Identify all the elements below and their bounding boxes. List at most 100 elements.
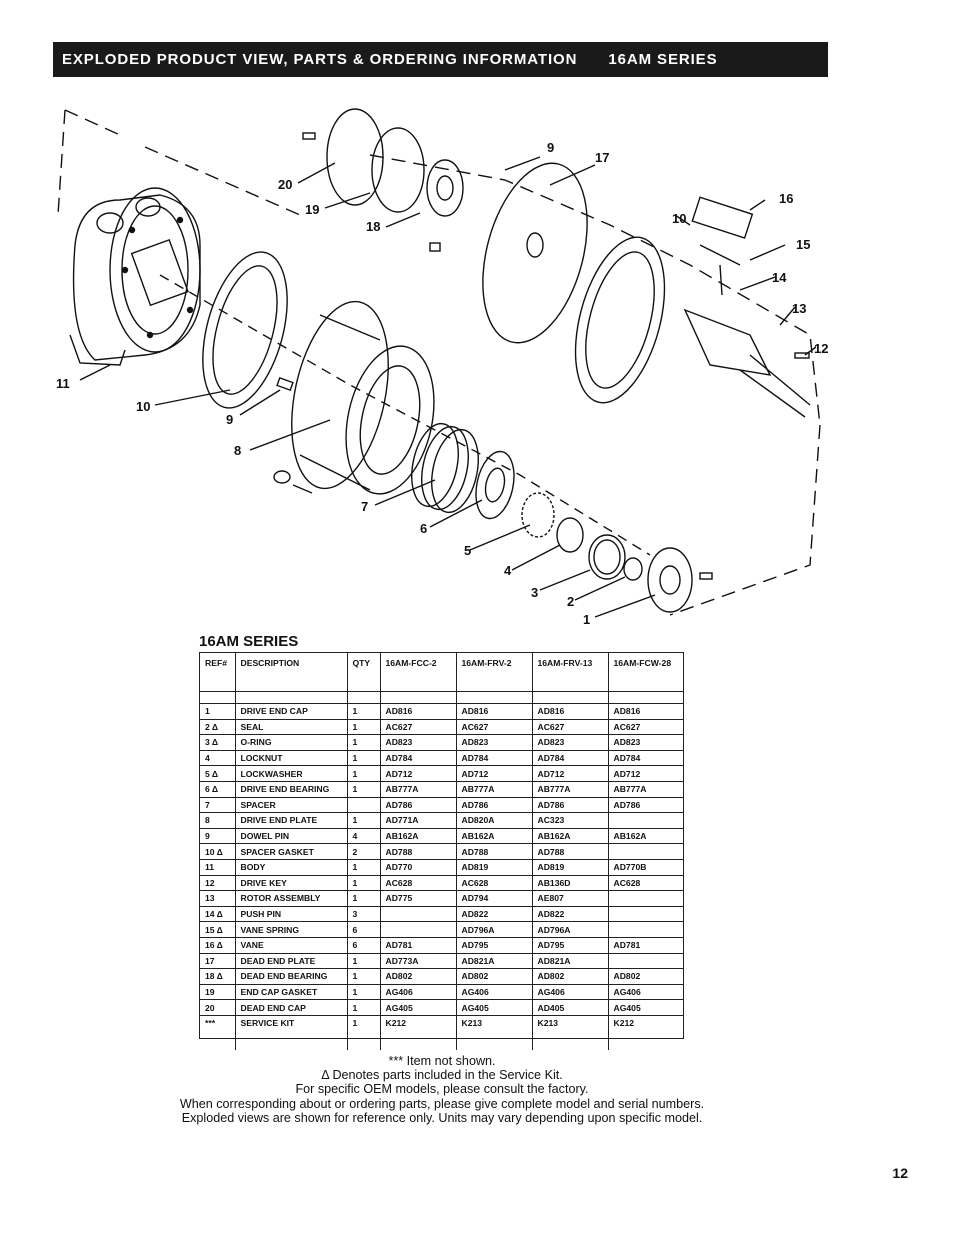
table-title: 16AM SERIES	[199, 633, 299, 650]
page-number: 12	[892, 1165, 908, 1181]
table-cell: 20	[200, 999, 235, 1016]
exploded-view-diagram: 9 17 20 19 18 10 16 15 14 13 12 11 10 9 …	[50, 95, 840, 630]
table-cell: AD786	[531, 797, 608, 814]
table-cell: DEAD END PLATE	[234, 953, 347, 970]
footnote: Δ Denotes parts included in the Service …	[321, 1068, 563, 1083]
table-cell: AD820A	[455, 812, 532, 829]
table-cell: 1	[200, 703, 235, 720]
callout-5: 5	[464, 543, 471, 558]
header-series: 16AM SERIES	[608, 51, 718, 68]
table-cell	[607, 921, 683, 938]
table-cell: AG406	[379, 984, 456, 1001]
table-cell	[607, 812, 683, 829]
table-cell: AC628	[455, 875, 532, 892]
table-cell: 4	[200, 750, 235, 767]
table-cell: AD821A	[455, 953, 532, 970]
table-cell: AG405	[455, 999, 532, 1016]
table-cell: END CAP GASKET	[234, 984, 347, 1001]
table-spacer-row	[200, 691, 683, 704]
table-cell: 2 Δ	[200, 719, 235, 736]
table-cell: AC628	[379, 875, 456, 892]
table-cell: DEAD END CAP	[234, 999, 347, 1016]
table-cell: 1	[346, 968, 380, 985]
callout-16: 16	[779, 191, 793, 206]
header-banner: EXPLODED PRODUCT VIEW, PARTS & ORDERING …	[53, 42, 828, 77]
table-cell: AD786	[455, 797, 532, 814]
table-cell: 1	[346, 859, 380, 876]
table-cell: K212	[607, 1015, 683, 1050]
table-cell	[346, 797, 380, 814]
callout-10-right: 10	[672, 211, 686, 226]
table-cell: PUSH PIN	[234, 906, 347, 923]
table-cell: AD781	[607, 937, 683, 954]
callout-11: 11	[56, 376, 70, 391]
table-cell: DEAD END BEARING	[234, 968, 347, 985]
table-cell	[607, 843, 683, 860]
callout-17: 17	[595, 150, 609, 165]
table-cell: AD775	[379, 890, 456, 907]
table-cell: AD802	[531, 968, 608, 985]
footnote: For specific OEM models, please consult …	[295, 1082, 589, 1097]
table-cell: AC323	[531, 812, 608, 829]
table-cell: AD823	[379, 734, 456, 751]
table-cell: AD796A	[531, 921, 608, 938]
table-header-row: REF# DESCRIPTION QTY 16AM-FCC-2 16AM-FRV…	[200, 653, 683, 692]
table-cell: 1	[346, 1015, 380, 1050]
table-cell: 1	[346, 703, 380, 720]
col-header: 16AM-FRV-13	[531, 653, 608, 692]
table-cell: 12	[200, 875, 235, 892]
table-cell	[607, 953, 683, 970]
table-cell: LOCKWASHER	[234, 765, 347, 782]
parts-table: REF# DESCRIPTION QTY 16AM-FCC-2 16AM-FRV…	[199, 652, 684, 1050]
col-header: 16AM-FCC-2	[379, 653, 456, 692]
footnote: Exploded views are shown for reference o…	[181, 1110, 703, 1125]
table-cell: VANE SPRING	[234, 921, 347, 938]
table-cell: AD786	[607, 797, 683, 814]
table-cell: AC627	[455, 719, 532, 736]
table-cell: 1	[346, 953, 380, 970]
table-cell: 9	[200, 828, 235, 845]
table-cell: DRIVE END BEARING	[234, 781, 347, 798]
table-cell: AD712	[531, 765, 608, 782]
table-cell: 6 Δ	[200, 781, 235, 798]
table-cell: SPACER GASKET	[234, 843, 347, 860]
table-cell: AD784	[379, 750, 456, 767]
table-cell: AD795	[531, 937, 608, 954]
table-cell	[379, 921, 456, 938]
table-cell: AD788	[531, 843, 608, 860]
table-cell: 1	[346, 750, 380, 767]
table-cell: AD816	[455, 703, 532, 720]
footnote: When corresponding about or ordering par…	[179, 1096, 705, 1111]
table-cell: 1	[346, 812, 380, 829]
table-cell: 13	[200, 890, 235, 907]
table-cell: AG405	[379, 999, 456, 1016]
callout-19: 19	[305, 202, 319, 217]
col-header: 16AM-FRV-2	[455, 653, 532, 692]
callout-1: 1	[583, 612, 590, 627]
table-cell: AD712	[455, 765, 532, 782]
table-cell: 6	[346, 921, 380, 938]
table-cell: 1	[346, 890, 380, 907]
callout-10-left: 10	[136, 399, 150, 414]
table-cell: DRIVE END PLATE	[234, 812, 347, 829]
table-cell: AD405	[531, 999, 608, 1016]
table-cell: AD822	[531, 906, 608, 923]
table-cell: AB777A	[379, 781, 456, 798]
table-cell: AC628	[607, 875, 683, 892]
table-cell: AD770	[379, 859, 456, 876]
table-cell: 18 Δ	[200, 968, 235, 985]
table-cell: AB136D	[531, 875, 608, 892]
